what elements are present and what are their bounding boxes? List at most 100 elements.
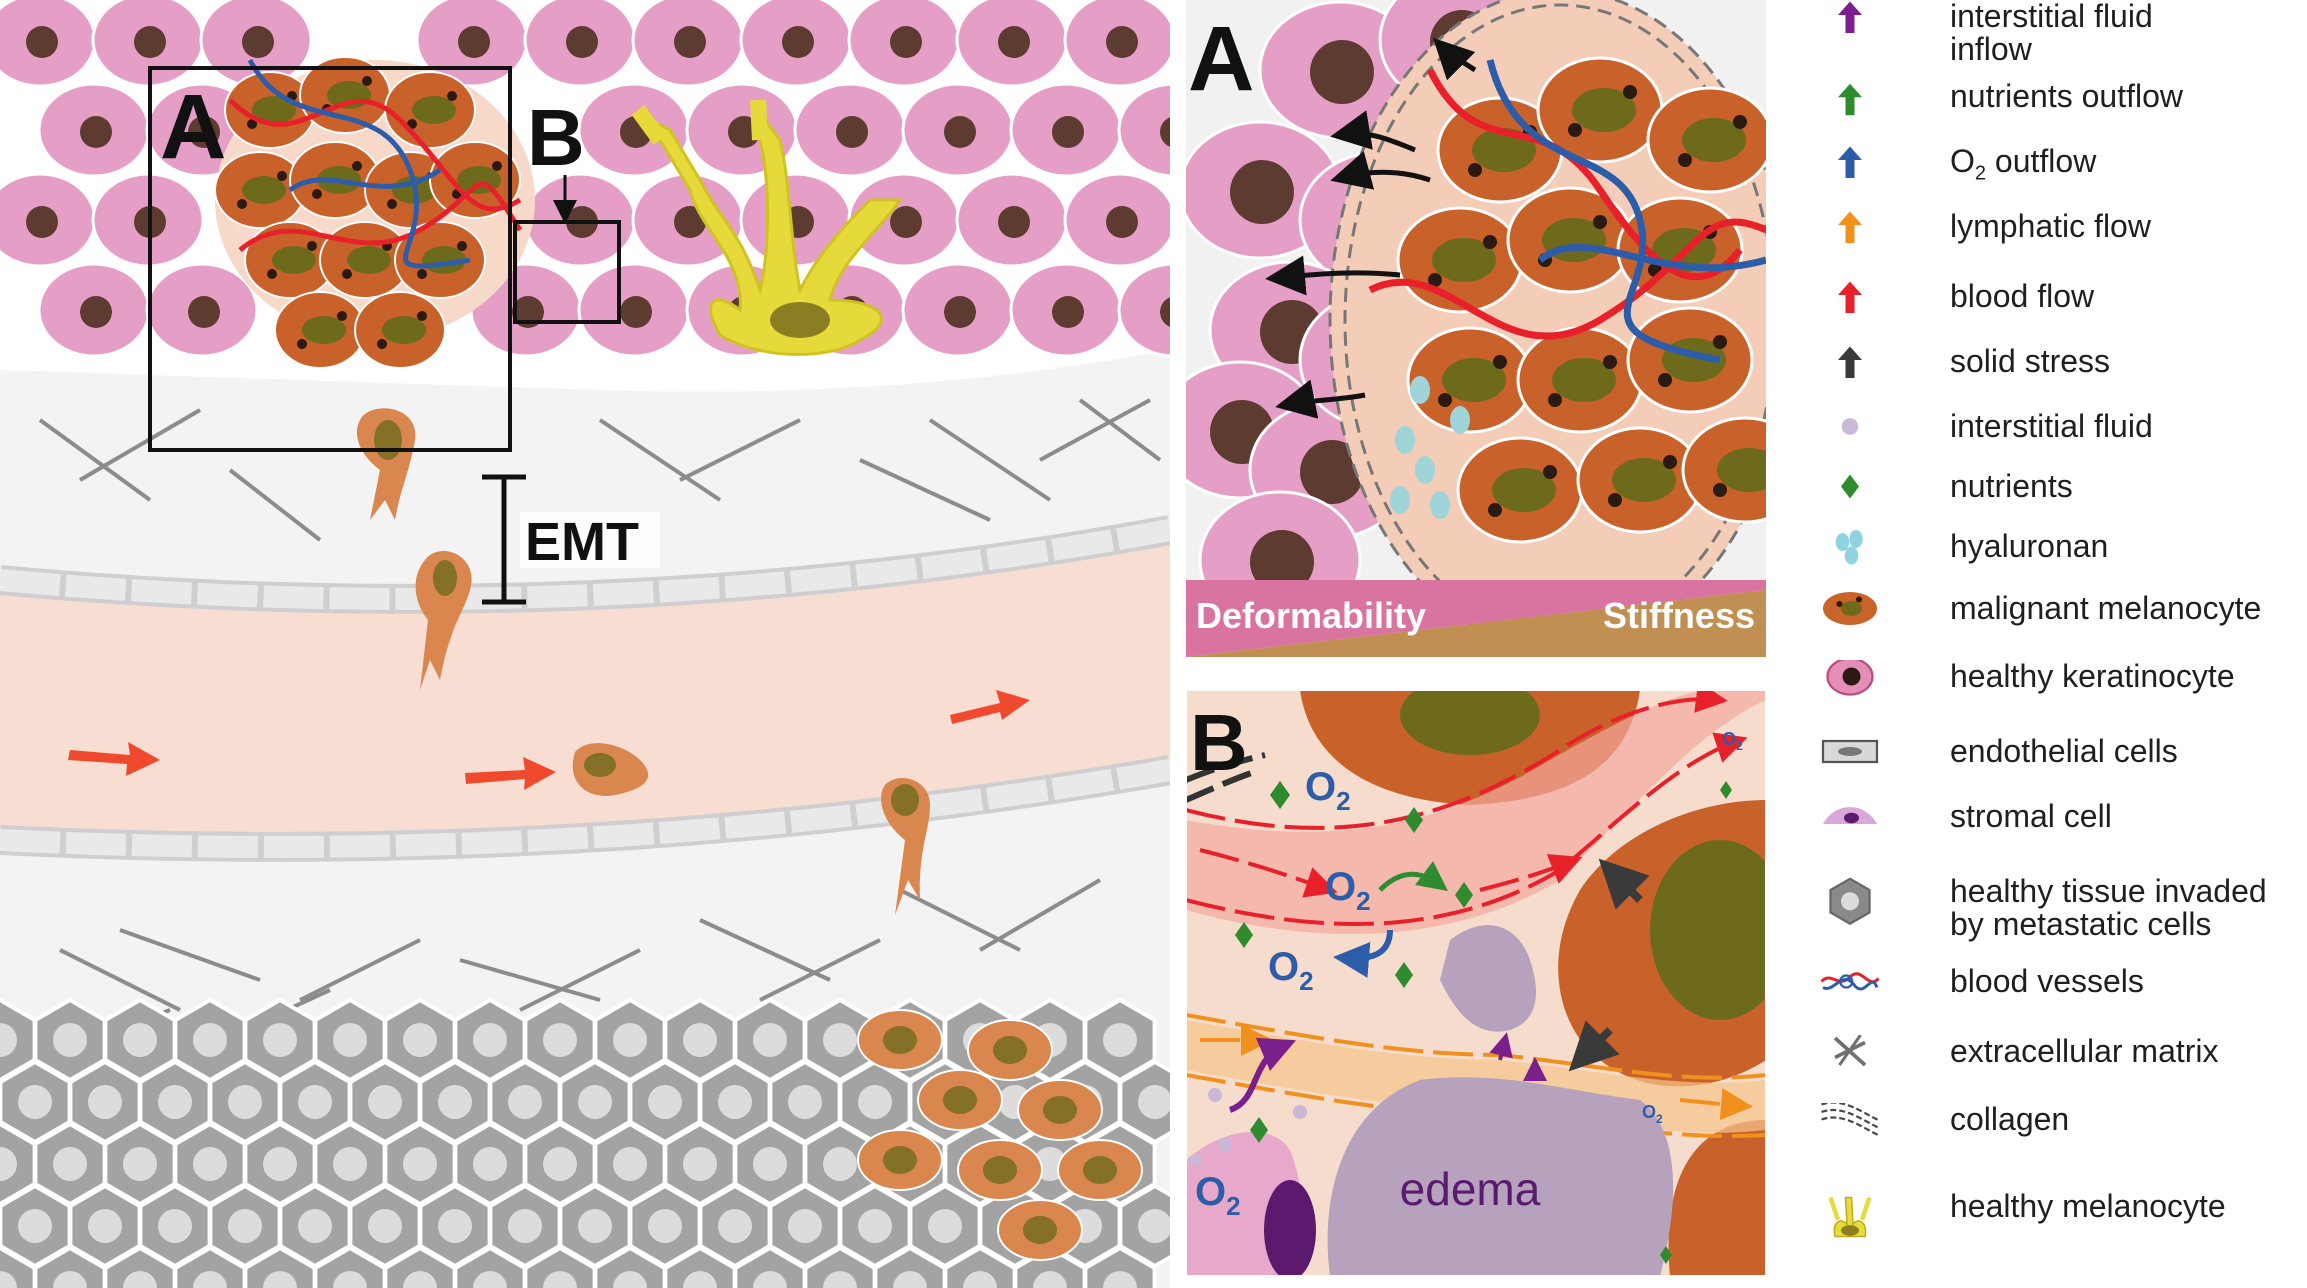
hyaluronan-a [1390, 376, 1470, 519]
endothelial-cells-label: endothelial cells [1950, 735, 2305, 768]
deformability-band [1186, 580, 1766, 657]
nutrients-label-line: nutrients [1950, 468, 2073, 504]
panel-b: edema O2 O2 O2 O2 O2 O2 [1186, 690, 1766, 1276]
metastatic-cluster [857, 1009, 1143, 1261]
o2-labels: O2 O2 O2 O2 O2 O2 [1195, 729, 1743, 1221]
legend-item-blood-vessels: blood vessels [1800, 965, 2307, 1025]
blood-flow-arrows [68, 690, 1030, 790]
interstitial-fluid-b [1189, 1088, 1307, 1166]
edema-label: edema [1400, 1163, 1541, 1215]
endothelial-cells-icon [1821, 739, 1879, 764]
blood-flow-label-line: blood flow [1950, 278, 2095, 314]
endothelial-cells-label-line: endothelial cells [1950, 733, 2178, 769]
inset-label-b: B [527, 93, 585, 182]
nutrients-b [1235, 781, 1732, 1264]
svg-text:O2: O2 [1305, 765, 1351, 816]
emt-label: EMT [525, 512, 639, 572]
interstitial-fluid-inflow-label-line: inflow [1950, 31, 2032, 67]
legend-item-healthy-keratinocyte: healthy keratinocyte [1800, 660, 2307, 720]
collagen-icon [1821, 1103, 1881, 1138]
nutrients-outflow-label-line: nutrients outflow [1950, 78, 2184, 114]
interstitial-fluid-icon [1841, 418, 1859, 435]
panel-a: Deformability Stiffness A [1186, 0, 1766, 657]
tumor-nest [214, 56, 535, 369]
legend-item-endothelial-cells: endothelial cells [1800, 735, 2307, 795]
nutrients-label: nutrients [1950, 470, 2305, 503]
panel-a-label: A [1188, 8, 1254, 110]
collagen-label: collagen [1950, 1103, 2305, 1136]
solid-stress-label-line: solid stress [1950, 343, 2111, 379]
healthy-tissue-invaded-icon [1829, 877, 1871, 926]
interstitial-fluid-label: interstitial fluid [1950, 410, 2305, 443]
blood-flow-dashes [1186, 690, 1748, 926]
extracellular-matrix-label: extracellular matrix [1950, 1035, 2305, 1068]
hyaluronan-label: hyaluronan [1950, 530, 2305, 563]
o2-outflow-label: O2 outflow [1950, 143, 2097, 185]
emt-bracket [482, 474, 526, 605]
legend-item-stromal-cell: stromal cell [1800, 800, 2307, 860]
legend-item-o2-outflow: O2 outflow [1800, 145, 2307, 205]
blood-vessels-icon [1820, 972, 1880, 991]
legend-item-interstitial-fluid: interstitial fluid [1800, 410, 2307, 470]
hyaluronan-label-line: hyaluronan [1950, 528, 2109, 564]
solid-stress-arrows-b [1568, 858, 1650, 1072]
lymphatic-flow-label: lymphatic flow [1950, 210, 2305, 243]
lymphatic-flow-icon [1838, 211, 1862, 243]
healthy-melanocyte-left [631, 99, 903, 356]
stiffness-band [1186, 590, 1766, 657]
interstitial-fluid-inflow-icon [1838, 1, 1862, 33]
healthy-keratinocyte-icon [1826, 660, 1874, 696]
stiffness-label: Stiffness [1603, 595, 1755, 636]
solid-stress-icon [1838, 346, 1862, 378]
edema-region [1327, 1077, 1674, 1276]
healthy-tissue-invaded-label-line: healthy tissue invaded [1950, 873, 2267, 909]
svg-text:O2: O2 [1195, 1170, 1241, 1221]
nutrients-outflow-label: nutrients outflow [1950, 80, 2305, 113]
lymphatic-flow-label-line: lymphatic flow [1950, 208, 2151, 244]
malignant-melanocyte-icon [1823, 592, 1877, 625]
migrating-melanocytes [356, 408, 930, 915]
overview-panel: A B EMT [0, 0, 1170, 1288]
solid-stress-arrows-a [1265, 37, 1477, 419]
stromal-cell-label: stromal cell [1950, 800, 2305, 833]
healthy-melanocyte-label: healthy melanocyte [1950, 1190, 2305, 1223]
legend-item-collagen: collagen [1800, 1103, 2307, 1163]
collagen-label-line: collagen [1950, 1101, 2070, 1137]
malignant-melanocyte-label: malignant melanocyte [1950, 592, 2305, 625]
extracellular-matrix-icon [1833, 1035, 1867, 1067]
deformability-label: Deformability [1196, 595, 1426, 636]
svg-text:O2: O2 [1325, 865, 1371, 916]
healthy-melanocyte-icon [1828, 1196, 1872, 1238]
blood-vessel-lumen [0, 540, 1170, 837]
healthy-keratinocyte-label: healthy keratinocyte [1950, 660, 2305, 693]
blood-flow-icon [1838, 281, 1862, 313]
solid-stress-label: solid stress [1950, 345, 2305, 378]
legend-item-hyaluronan: hyaluronan [1800, 530, 2307, 590]
extracellular-matrix-label-line: extracellular matrix [1950, 1033, 2219, 1069]
legend-item-malignant-melanocyte: malignant melanocyte [1800, 592, 2307, 652]
inset-label-a: A [160, 76, 226, 178]
malignant-melanocyte-label-line: malignant melanocyte [1950, 590, 2262, 626]
healthy-melanocyte-label-line: healthy melanocyte [1950, 1188, 2226, 1224]
nutrients-outflow-icon [1838, 83, 1862, 116]
blood-flow-label: blood flow [1950, 280, 2305, 313]
legend-item-nutrients: nutrients [1800, 470, 2307, 530]
legend-item-nutrients-outflow: nutrients outflow [1800, 80, 2307, 140]
healthy-keratinocyte-label-line: healthy keratinocyte [1950, 658, 2235, 694]
panel-b-label: B [1190, 698, 1248, 787]
stromal-cell-label-line: stromal cell [1950, 798, 2112, 834]
interstitial-fluid-label-line: interstitial fluid [1950, 408, 2153, 444]
legend-item-lymphatic-flow: lymphatic flow [1800, 210, 2307, 270]
o2-outflow-icon [1838, 146, 1862, 178]
interstitial-fluid-inflow-label-line: interstitial fluid [1950, 0, 2153, 34]
svg-text:O2: O2 [1722, 729, 1743, 753]
blood-vessels-label: blood vessels [1950, 965, 2305, 998]
stromal-cell-icon [1823, 807, 1877, 824]
blood-vessels-label-line: blood vessels [1950, 963, 2144, 999]
svg-text:O2: O2 [1268, 945, 1314, 996]
